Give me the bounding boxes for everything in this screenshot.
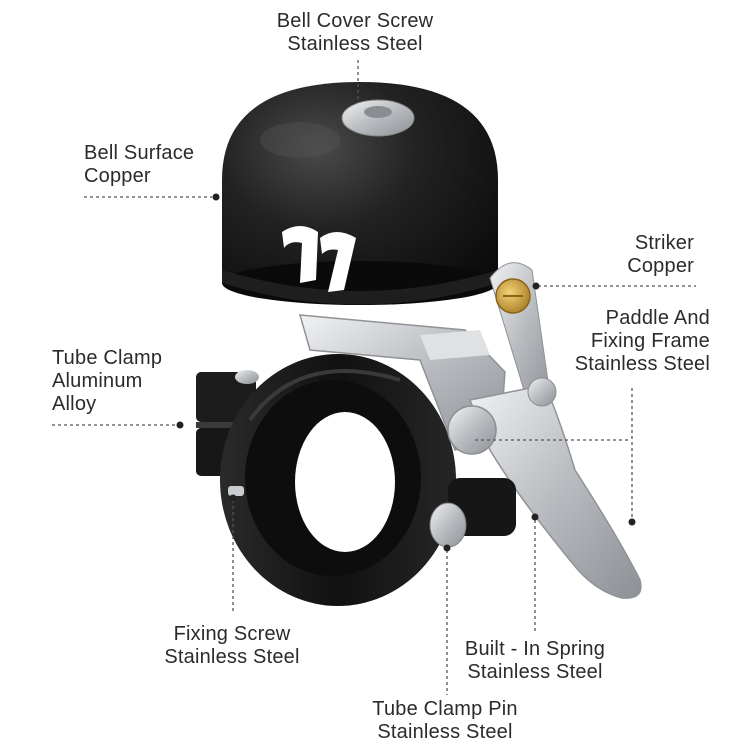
label-line: Copper (84, 165, 151, 187)
fixing-screw-icon (228, 486, 244, 496)
label-tube-clamp: Tube Clamp Aluminum Alloy (52, 347, 162, 416)
paddle (447, 377, 642, 599)
label-striker: Striker Copper (627, 232, 694, 278)
label-line: Built - In Spring (464, 638, 606, 660)
label-line: Stainless Steel (287, 33, 423, 55)
label-tube-clamp-pin: Tube Clamp Pin Stainless Steel (350, 698, 540, 744)
label-line: Tube Clamp Pin (372, 698, 518, 720)
label-built-in-spring: Built - In Spring Stainless Steel (440, 638, 630, 684)
tube-clamp-ring (220, 354, 456, 606)
bell-cover-screw-icon (341, 99, 415, 137)
leader-dots (176, 193, 636, 552)
brand-logo-icon (282, 226, 356, 292)
label-line: Fixing Frame (590, 330, 710, 352)
label-fixing-screw: Fixing Screw Stainless Steel (142, 623, 322, 669)
label-line: Aluminum (52, 370, 143, 392)
label-line: Paddle And (605, 307, 710, 329)
clamp-hinge (228, 478, 516, 548)
striker-assembly (489, 262, 551, 411)
label-bell-surface: Bell Surface Copper (84, 142, 194, 188)
clamp-screw-head-icon (235, 370, 259, 384)
label-line: Bell Cover Screw (276, 10, 434, 32)
bell-dome (222, 82, 498, 305)
label-line: Stainless Steel (467, 661, 603, 683)
label-line: Stainless Steel (164, 646, 300, 668)
label-line: Alloy (52, 393, 97, 415)
label-line: Fixing Screw (173, 623, 291, 645)
label-paddle-fixing-frame: Paddle And Fixing Frame Stainless Steel (575, 307, 710, 376)
label-line: Bell Surface (84, 142, 195, 164)
label-line: Striker (634, 232, 694, 254)
label-line: Stainless Steel (377, 721, 513, 743)
tube-clamp-pin-icon (429, 502, 467, 548)
label-line: Copper (627, 255, 694, 277)
label-line: Stainless Steel (574, 353, 710, 375)
label-bell-cover-screw: Bell Cover Screw Stainless Steel (255, 10, 455, 56)
label-line: Tube Clamp (52, 347, 163, 369)
leader-lines (52, 60, 696, 695)
